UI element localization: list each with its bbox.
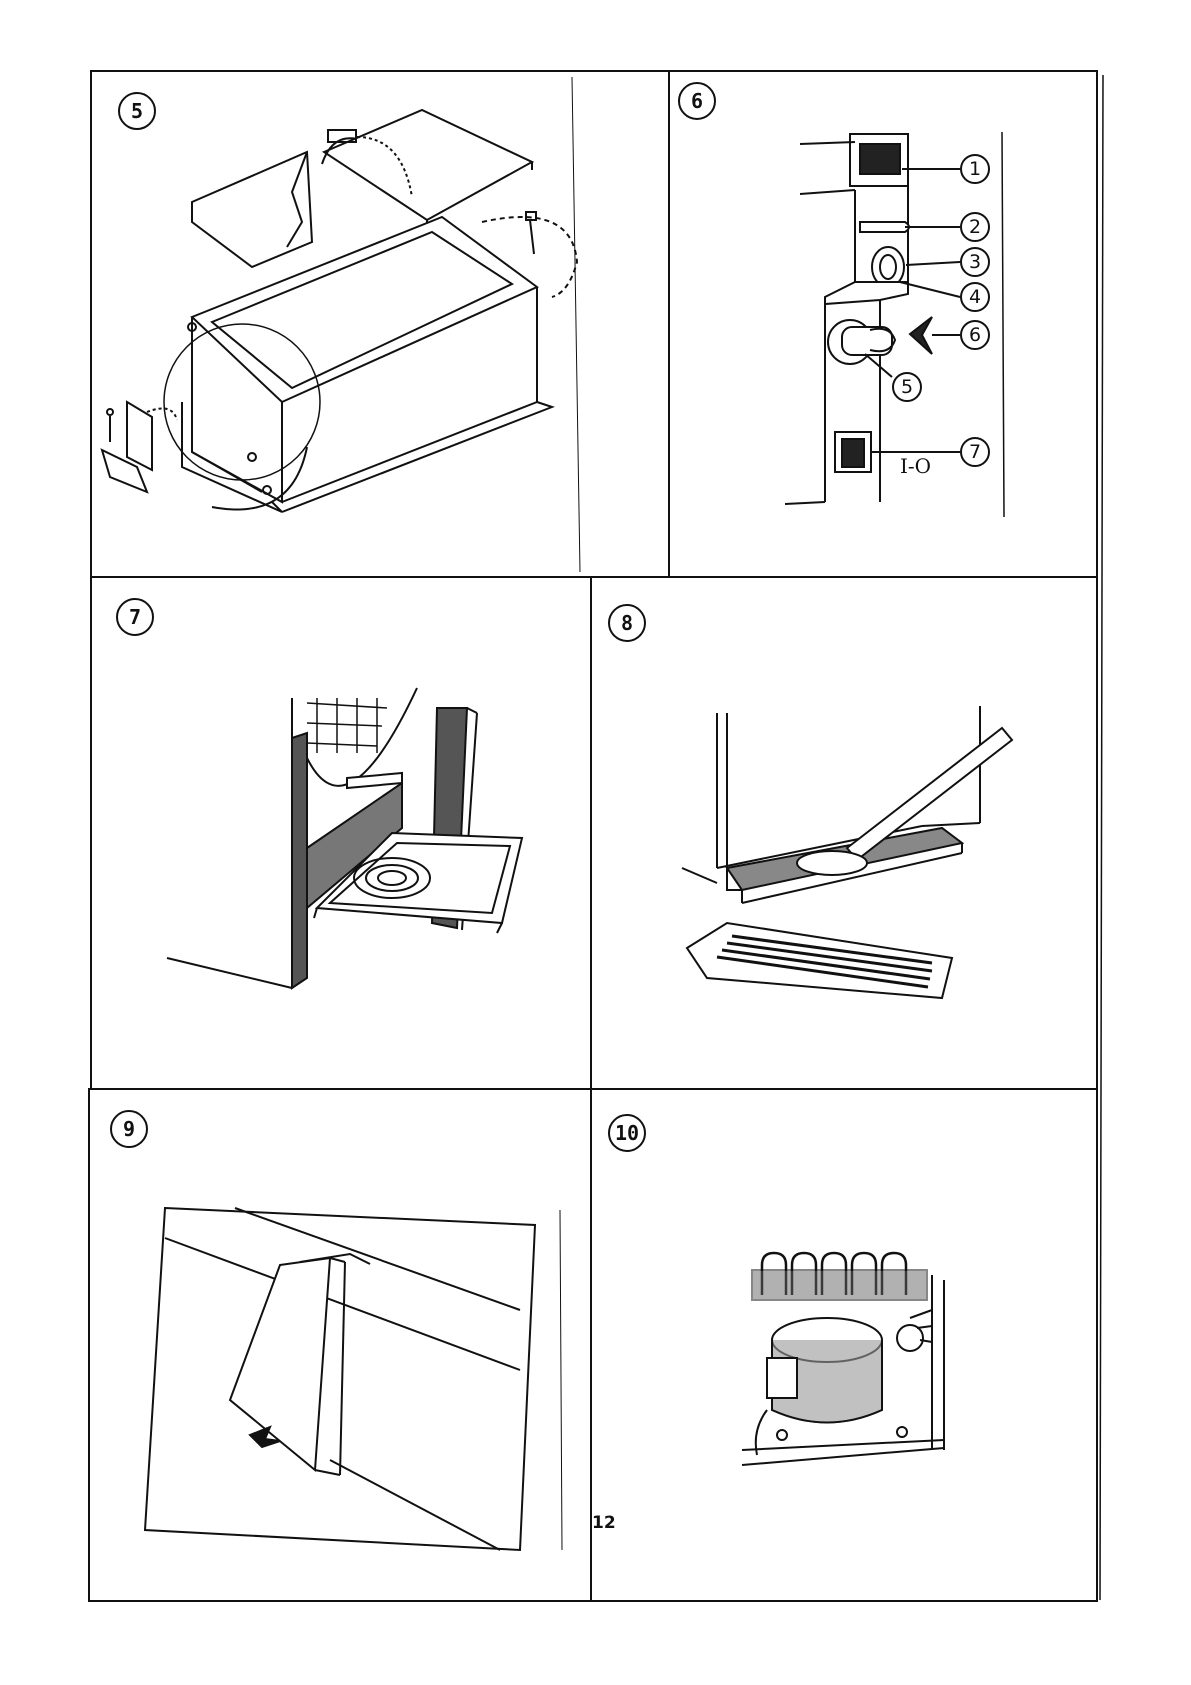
callout-display: 1 [960, 154, 990, 184]
drain-tray-drawing [92, 578, 592, 1090]
callout-light-upper: 3 [960, 247, 990, 277]
figure-panel-5: 5 [90, 70, 670, 578]
control-panel-drawing [670, 72, 1098, 578]
callout-light-lower: 4 [960, 282, 990, 312]
compressor-drawing [592, 1090, 1098, 1602]
figure-panel-6: 6 [668, 70, 1098, 578]
callout-switch: 7 [960, 437, 990, 467]
figure-panel-8: 8 [590, 576, 1098, 1090]
figure-panel-7: 7 [90, 576, 592, 1090]
page-number: 12 [592, 1513, 616, 1533]
cover-panel-drawing [90, 1090, 592, 1602]
figure-panel-10: 10 [590, 1088, 1098, 1602]
callout-push-arrow: 6 [960, 320, 990, 350]
callout-lever: 2 [960, 212, 990, 242]
switch-label: I-O [900, 454, 931, 478]
figure-panel-9: 9 [88, 1088, 592, 1602]
freezer-lid-assembly-drawing [92, 72, 670, 578]
callout-knob: 5 [892, 372, 922, 402]
vent-grille-cleaning-drawing [592, 578, 1098, 1090]
